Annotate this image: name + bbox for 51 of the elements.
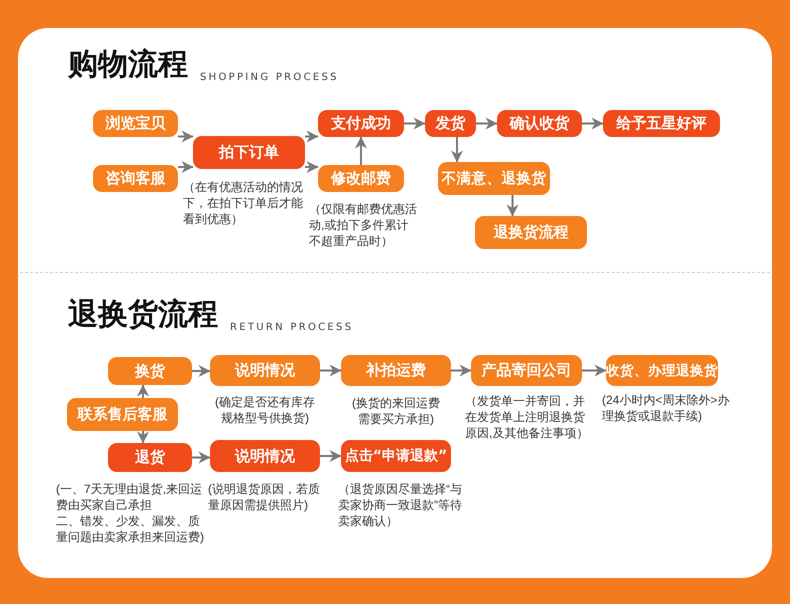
arrow xyxy=(582,364,606,376)
arrow xyxy=(582,118,604,130)
arrow xyxy=(320,364,342,376)
step-box: 退换货流程 xyxy=(475,216,587,249)
note-text: (确定是否还有库存规格型号供换货) xyxy=(214,394,316,426)
step-box: 修改邮费 xyxy=(318,165,404,192)
note-text: （发货单一并寄回，并在发货单上注明退换货原因,及其他备注事项） xyxy=(465,393,590,441)
step-box: 不满意、退换货 xyxy=(438,162,550,195)
arrow xyxy=(178,161,194,173)
arrow xyxy=(137,384,149,398)
note-text: 二、错发、少发、漏发、质量问题由卖家承担来回运费) xyxy=(56,513,205,545)
step-box: 收货、办理退换货 xyxy=(606,355,718,386)
section-title: 退换货流程 xyxy=(68,297,218,333)
arrow xyxy=(305,130,318,142)
section-subtitle: RETURN PROCESS xyxy=(230,322,354,334)
arrow xyxy=(305,161,318,173)
arrow xyxy=(476,118,498,130)
arrow xyxy=(192,365,210,377)
arrow xyxy=(137,431,149,444)
step-box: 确认收货 xyxy=(497,110,582,137)
step-box: 换货 xyxy=(108,357,192,385)
step-box: 说明情况 xyxy=(210,440,320,472)
arrow xyxy=(355,136,367,165)
section-title: 购物流程 xyxy=(68,47,188,83)
note-text: （退货原因尽量选择“与卖家协商一致退款”等待卖家确认） xyxy=(338,481,463,529)
step-box: 补拍运费 xyxy=(341,355,451,386)
note-text: (一、7天无理由退货,来回运费由买家自己承担 xyxy=(56,481,204,513)
step-box: 点击“申请退款” xyxy=(341,440,451,472)
note-text: （在有优惠活动的情况下，在拍下订单后才能看到优惠） xyxy=(183,179,304,227)
step-box: 发货 xyxy=(425,110,476,137)
arrow xyxy=(192,452,210,464)
step-box: 拍下订单 xyxy=(193,136,305,169)
step-box: 产品寄回公司 xyxy=(471,355,582,386)
arrow xyxy=(451,364,472,376)
step-box: 浏览宝贝 xyxy=(93,110,178,137)
arrow xyxy=(178,130,194,142)
arrow xyxy=(506,195,518,216)
step-box: 退货 xyxy=(108,443,192,472)
note-text: (说明退货原因，若质量原因需提供照片) xyxy=(208,481,321,513)
note-text: (24小时内<周末除外>办理换货或退款手续) xyxy=(602,392,730,424)
step-box: 说明情况 xyxy=(210,355,320,386)
note-text: （仅限有邮费优惠活动,或拍下多件累计不超重产品时） xyxy=(309,201,418,249)
step-box: 咨询客服 xyxy=(93,165,178,192)
arrow xyxy=(404,118,426,130)
step-box: 给予五星好评 xyxy=(603,110,720,137)
arrow xyxy=(320,450,342,462)
section-subtitle: SHOPPING PROCESS xyxy=(200,72,339,84)
step-box: 联系售后客服 xyxy=(67,398,178,431)
arrow xyxy=(451,137,463,162)
note-text: (换货的来回运费需要买方承担) xyxy=(351,395,441,427)
step-box: 支付成功 xyxy=(318,110,404,137)
